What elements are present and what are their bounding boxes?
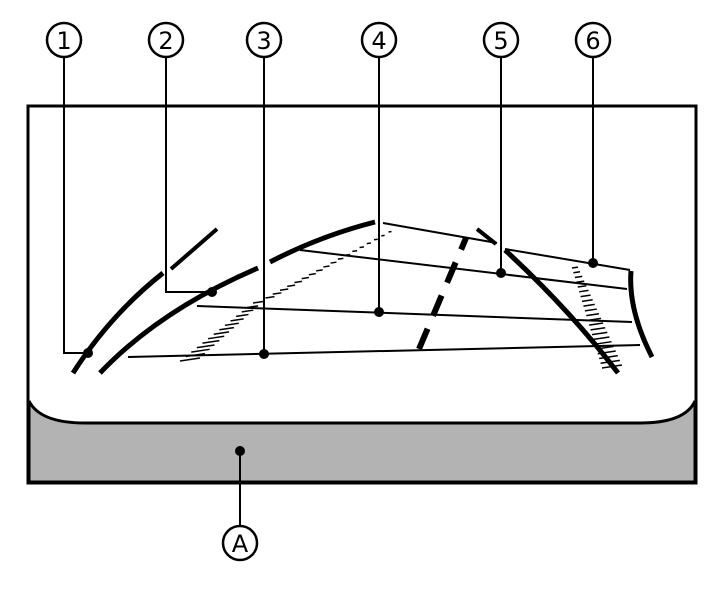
hatch-mark xyxy=(583,303,595,307)
hatch-mark xyxy=(308,272,316,276)
hatch-mark xyxy=(230,318,244,322)
dot-a xyxy=(235,446,245,456)
hatch-mark xyxy=(381,234,385,237)
hatch-mark xyxy=(179,357,201,362)
dot-4 xyxy=(374,307,384,317)
left-predicted-course-line xyxy=(98,219,376,375)
right-predicted-course-line xyxy=(503,248,620,375)
hatch-mark xyxy=(323,265,330,268)
center-dashed-line xyxy=(416,236,469,351)
hatch-mark xyxy=(576,280,585,284)
hatch-mark xyxy=(586,312,600,317)
right-vehicle-width-line xyxy=(628,270,655,359)
callout-circle-3 xyxy=(245,21,283,59)
dot-3 xyxy=(259,349,269,359)
hatch-mark xyxy=(236,313,249,318)
hatch-mark xyxy=(589,322,604,326)
bumper-area xyxy=(27,400,697,484)
hatch-mark xyxy=(573,271,581,274)
hatch-mark xyxy=(581,298,593,303)
hatch-mark xyxy=(213,331,230,335)
hatch-mark xyxy=(359,246,365,249)
callout-label-5: 5 xyxy=(493,27,508,55)
far-distance-line xyxy=(382,222,498,244)
hatch-mark xyxy=(207,335,225,340)
callout-circle-a xyxy=(221,524,259,562)
hatch-mark xyxy=(366,242,371,245)
callout-circle-1 xyxy=(45,21,83,59)
hatch-mark xyxy=(591,331,608,336)
dot-5 xyxy=(496,268,506,278)
hatch-mark xyxy=(373,238,378,241)
hatch-mark xyxy=(202,339,220,344)
callout-circle-4 xyxy=(360,21,398,59)
callout-label-1: 1 xyxy=(56,27,71,55)
callout-circle-6 xyxy=(574,21,612,59)
green-distance-line xyxy=(299,249,628,290)
hatch-mark xyxy=(580,294,591,298)
yellow-distance-line xyxy=(196,305,633,323)
hatch-mark xyxy=(252,300,264,304)
hatch-mark xyxy=(196,344,215,349)
right-vehicle-width-line-upper xyxy=(475,227,498,246)
dot-1 xyxy=(83,348,93,358)
hatch-mark xyxy=(191,348,210,353)
hatch-mark xyxy=(301,276,310,280)
hatch-mark xyxy=(265,295,275,299)
red-distance-line xyxy=(127,344,641,358)
callout-label-4: 4 xyxy=(371,27,386,55)
hatch-mark xyxy=(219,326,235,331)
callout-label-6: 6 xyxy=(585,27,600,55)
hatch-mark xyxy=(272,292,282,295)
hatch-mark xyxy=(584,308,597,312)
hatch-mark xyxy=(352,249,358,253)
hatch-mark xyxy=(294,280,303,284)
hatch-mark xyxy=(593,336,610,341)
leader-2 xyxy=(165,57,212,293)
hatch-mark xyxy=(574,275,583,279)
callout-circle-2 xyxy=(147,21,185,59)
hatch-mark xyxy=(590,326,606,331)
hatch-mark xyxy=(316,269,323,272)
hatch-mark xyxy=(337,257,344,260)
hatch-mark xyxy=(571,266,579,269)
callout-circle-5 xyxy=(482,21,520,59)
callout-label-2: 2 xyxy=(158,27,173,55)
hatch-mark xyxy=(287,284,296,288)
dot-2 xyxy=(207,287,217,297)
hatch-mark xyxy=(279,288,289,291)
left-vehicle-width-line xyxy=(70,271,165,375)
top-right-distance-line xyxy=(504,248,631,271)
hatch-mark xyxy=(241,309,254,313)
callout-label-3: 3 xyxy=(256,27,271,55)
callout-label-a: A xyxy=(232,530,249,558)
hatch-mark xyxy=(577,285,587,288)
hatch-mark xyxy=(224,322,239,327)
hatch-mark xyxy=(330,261,337,264)
left-vehicle-width-line-upper xyxy=(169,227,219,271)
hatch-marks xyxy=(179,230,623,369)
leader-1 xyxy=(63,57,88,354)
dot-6 xyxy=(588,258,598,268)
hatch-mark xyxy=(579,289,589,293)
